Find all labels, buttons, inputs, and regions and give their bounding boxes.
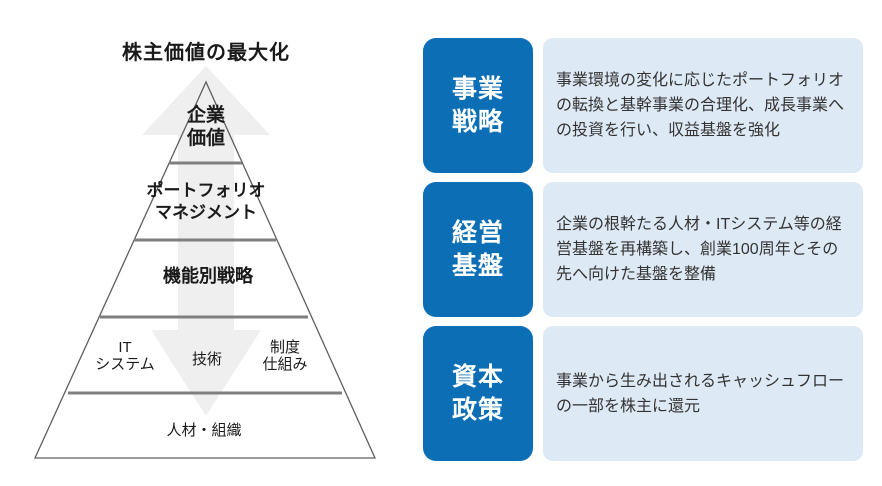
section-description-management-foundation: 企業の根幹たる人材・ITシステム等の経 営基盤を再構築し、創業100周年とその … <box>543 182 863 317</box>
section-description-business-strategy: 事業環境の変化に応じたポートフォリオ の転換と基幹事業の合理化、成長事業へ の投… <box>543 38 863 173</box>
pyramid-graphic <box>33 66 377 459</box>
pyramid-level-corporate-value: 企業 価値 <box>186 105 226 149</box>
section-label-capital-policy: 資本 政策 <box>423 326 533 461</box>
pyramid-level-it-systems: IT システム <box>95 339 155 373</box>
section-label-management-foundation: 経営 基盤 <box>423 182 533 317</box>
pyramid-diagram: 株主価値の最大化 企業 価値 ポートフォリオ マネジメント 機能別戦略 IT シ… <box>0 0 420 486</box>
pyramid-level-systems-frameworks: 制度 仕組み <box>262 339 308 373</box>
section-description-capital-policy: 事業から生み出されるキャッシュフロー の一部を株主に還元 <box>543 326 863 461</box>
section-business-strategy: 事業 戦略 事業環境の変化に応じたポートフォリオ の転換と基幹事業の合理化、成長… <box>423 38 863 173</box>
pyramid-level-functional-strategy: 機能別戦略 <box>163 266 253 286</box>
pyramid-level-people-organization: 人材・組織 <box>166 422 242 439</box>
strategy-sections: 事業 戦略 事業環境の変化に応じたポートフォリオ の転換と基幹事業の合理化、成長… <box>423 38 863 461</box>
pyramid-title: 株主価値の最大化 <box>122 42 290 64</box>
section-label-business-strategy: 事業 戦略 <box>423 38 533 173</box>
pyramid-level-portfolio-management: ポートフォリオ マネジメント <box>146 181 266 222</box>
section-management-foundation: 経営 基盤 企業の根幹たる人材・ITシステム等の経 営基盤を再構築し、創業100… <box>423 182 863 317</box>
pyramid-outline <box>33 80 377 459</box>
pyramid-level-technology: 技術 <box>191 351 223 368</box>
section-capital-policy: 資本 政策 事業から生み出されるキャッシュフロー の一部を株主に還元 <box>423 326 863 461</box>
